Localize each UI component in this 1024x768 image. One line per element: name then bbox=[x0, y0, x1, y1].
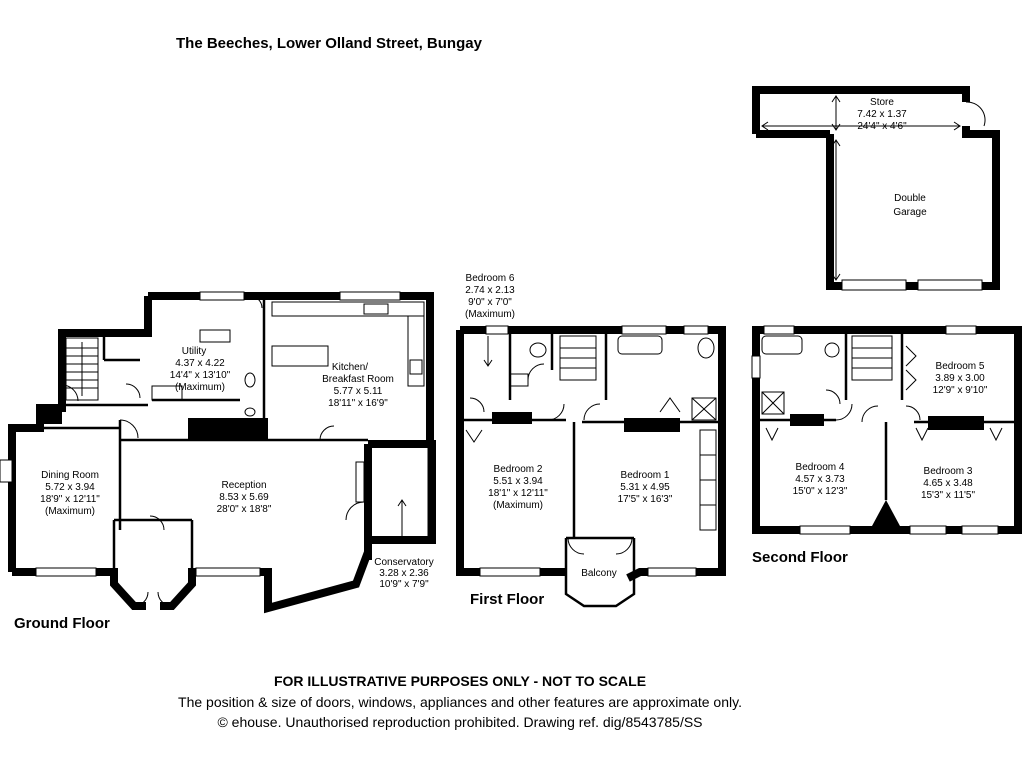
bedroom4-name: Bedroom 4 bbox=[796, 462, 845, 473]
utility-imperial: 14'4" x 13'10" bbox=[170, 370, 231, 381]
reception-metric: 8.53 x 5.69 bbox=[219, 492, 269, 503]
bedroom6-metric: 2.74 x 2.13 bbox=[465, 285, 515, 296]
property-title: The Beeches, Lower Olland Street, Bungay bbox=[176, 35, 483, 52]
kitchen-metric: 5.77 x 5.11 bbox=[334, 386, 383, 397]
bedroom5-imperial: 12'9" x 9'10" bbox=[933, 385, 988, 396]
bedroom3-name: Bedroom 3 bbox=[924, 466, 973, 477]
bedroom2-note: (Maximum) bbox=[493, 500, 543, 511]
dining-name: Dining Room bbox=[41, 470, 99, 481]
bedroom6-note: (Maximum) bbox=[465, 309, 515, 320]
conservatory-name: Conservatory bbox=[374, 557, 433, 568]
kitchen-name: Kitchen/ bbox=[332, 362, 368, 373]
bedroom3-metric: 4.65 x 3.48 bbox=[923, 478, 973, 489]
garage-name-2: Garage bbox=[893, 207, 927, 218]
store-imperial: 24'4" x 4'6" bbox=[857, 121, 907, 132]
bedroom6-imperial: 9'0" x 7'0" bbox=[468, 297, 512, 308]
reception-imperial: 28'0" x 18'8" bbox=[217, 504, 272, 515]
kitchen-imperial: 18'11" x 16'9" bbox=[328, 398, 388, 409]
balcony-name: Balcony bbox=[581, 568, 617, 579]
utility-note: (Maximum) bbox=[175, 382, 225, 393]
utility-metric: 4.37 x 4.22 bbox=[175, 358, 225, 369]
garage-name: Double bbox=[894, 193, 926, 204]
store-metric: 7.42 x 1.37 bbox=[857, 109, 907, 120]
disclaimer-positions: The position & size of doors, windows, a… bbox=[178, 694, 742, 710]
ground-floor-label: Ground Floor bbox=[14, 615, 110, 632]
bedroom3-imperial: 15'3" x 11'5" bbox=[921, 490, 976, 501]
dining-imperial: 18'9" x 12'11" bbox=[40, 494, 100, 505]
bedroom4-metric: 4.57 x 3.73 bbox=[795, 474, 845, 485]
first-floor-label: First Floor bbox=[470, 591, 544, 608]
bedroom5-metric: 3.89 x 3.00 bbox=[935, 373, 985, 384]
bedroom2-metric: 5.51 x 3.94 bbox=[493, 476, 543, 487]
disclaimer-copyright: © ehouse. Unauthorised reproduction proh… bbox=[217, 714, 703, 730]
dining-metric: 5.72 x 3.94 bbox=[45, 482, 95, 493]
bedroom2-imperial: 18'1" x 12'11" bbox=[488, 488, 548, 499]
bedroom2-name: Bedroom 2 bbox=[494, 464, 543, 475]
bedroom1-metric: 5.31 x 4.95 bbox=[620, 482, 670, 493]
disclaimer-heading: FOR ILLUSTRATIVE PURPOSES ONLY - NOT TO … bbox=[273, 673, 647, 689]
reception-name: Reception bbox=[221, 480, 266, 491]
kitchen-name-2: Breakfast Room bbox=[322, 374, 394, 385]
dining-note: (Maximum) bbox=[45, 506, 95, 517]
utility-name: Utility bbox=[182, 346, 206, 357]
bedroom5-name: Bedroom 5 bbox=[936, 361, 985, 372]
bedroom1-name: Bedroom 1 bbox=[621, 470, 670, 481]
bedroom6-name: Bedroom 6 bbox=[466, 273, 515, 284]
bedroom1-imperial: 17'5" x 16'3" bbox=[618, 494, 673, 505]
store-name: Store bbox=[870, 97, 894, 108]
svg-text:Bedroom 62.74 x 2.139'0" x 7'0: Bedroom 62.74 x 2.139'0" x 7'0"(Maximum) bbox=[465, 273, 515, 320]
second-floor-label: Second Floor bbox=[752, 549, 848, 566]
conservatory-imperial: 10'9" x 7'9" bbox=[379, 579, 429, 590]
conservatory-metric: 3.28 x 2.36 bbox=[379, 568, 429, 579]
bedroom4-imperial: 15'0" x 12'3" bbox=[793, 486, 848, 497]
